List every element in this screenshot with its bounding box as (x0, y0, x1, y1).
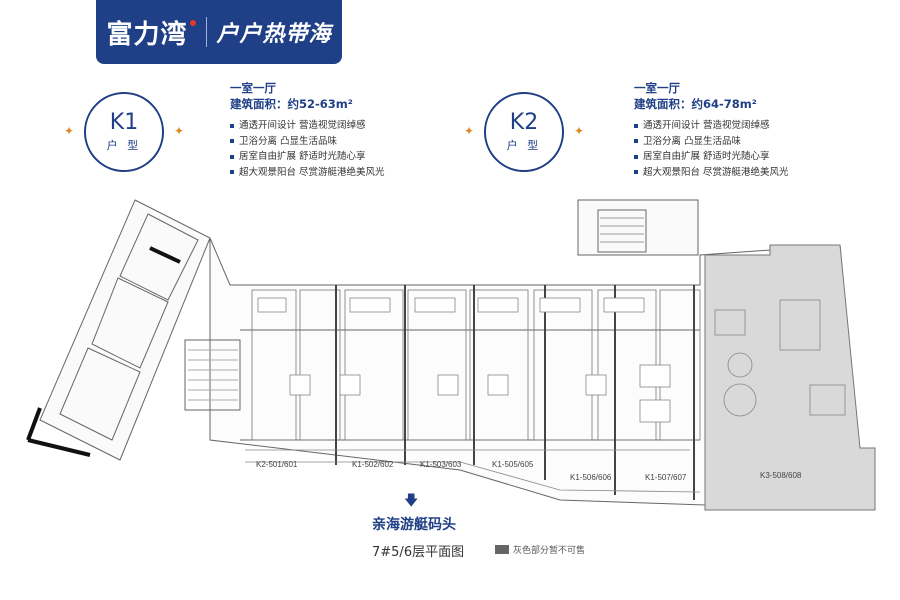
room-label: K1-506/606 (570, 473, 612, 482)
brand-banner: 富力湾 户户热带海 (96, 0, 342, 64)
feature-item: 卫浴分离 凸显生活品味 (634, 134, 789, 150)
unit-info-k1: 一室一厅 建筑面积：约52-63m² 通透开间设计 营造视觉阔绰感 卫浴分离 凸… (230, 80, 385, 180)
arrow-down-icon: 🡇 (404, 493, 419, 509)
feature-item: 卫浴分离 凸显生活品味 (230, 134, 385, 150)
unit-type-label: 户 型 (506, 139, 542, 152)
dock-label: 亲海游艇码头 (372, 517, 456, 533)
feature-item: 居室自由扩展 舒适时光随心享 (634, 149, 789, 165)
bullet-icon (634, 170, 638, 175)
feature-item: 通透开间设计 营造视觉阔绰感 (634, 118, 789, 134)
feature-item: 超大观景阳台 尽赏游艇港绝美风光 (634, 165, 789, 181)
room-label: K1-502/602 (352, 460, 394, 469)
legend-swatch (495, 545, 509, 554)
legend: 灰色部分暂不可售 (495, 543, 585, 556)
unit-info-k2: 一室一厅 建筑面积：约64-78m² 通透开间设计 营造视觉阔绰感 卫浴分离 凸… (634, 80, 789, 180)
unit-layout: 一室一厅 (230, 81, 276, 95)
bullet-icon (230, 139, 234, 144)
brand-divider (205, 17, 207, 47)
brand-slogan: 户户热带海 (216, 21, 332, 47)
unit-badge-k1: K1 户 型 (84, 92, 164, 172)
unit-code: K2 (509, 110, 539, 135)
unit-badge-k2: K2 户 型 (484, 92, 564, 172)
room-label: K2-501/601 (256, 460, 298, 469)
bullet-icon (634, 123, 638, 128)
legend-text: 灰色部分暂不可售 (513, 546, 586, 556)
brand-name: 富力湾 (106, 19, 188, 50)
bullet-icon (634, 139, 638, 144)
floor-title: 7#5/6层平面图 (372, 545, 465, 560)
unit-layout: 一室一厅 (634, 81, 680, 95)
unit-code: K1 (109, 110, 139, 135)
bullet-icon (634, 154, 638, 159)
feature-item: 通透开间设计 营造视觉阔绰感 (230, 118, 385, 134)
unit-type-label: 户 型 (106, 139, 142, 152)
star-icon: ✦ (64, 124, 75, 138)
feature-item: 居室自由扩展 舒适时光随心享 (230, 149, 385, 165)
brand-mark-icon (189, 20, 196, 26)
room-label: K1-503/603 (420, 460, 462, 469)
bullet-icon (230, 123, 234, 128)
star-icon: ✦ (574, 124, 585, 138)
unit-area: 建筑面积：约64-78m² (634, 97, 757, 111)
room-label: K1-507/607 (645, 473, 687, 482)
bullet-icon (230, 154, 234, 159)
room-label: K1-505/605 (492, 460, 534, 469)
feature-item: 超大观景阳台 尽赏游艇港绝美风光 (230, 165, 385, 181)
unit-area: 建筑面积：约52-63m² (230, 97, 353, 111)
star-icon: ✦ (464, 124, 475, 138)
room-label: K3-508/608 (760, 471, 802, 480)
star-icon: ✦ (174, 124, 185, 138)
bullet-icon (230, 170, 234, 175)
